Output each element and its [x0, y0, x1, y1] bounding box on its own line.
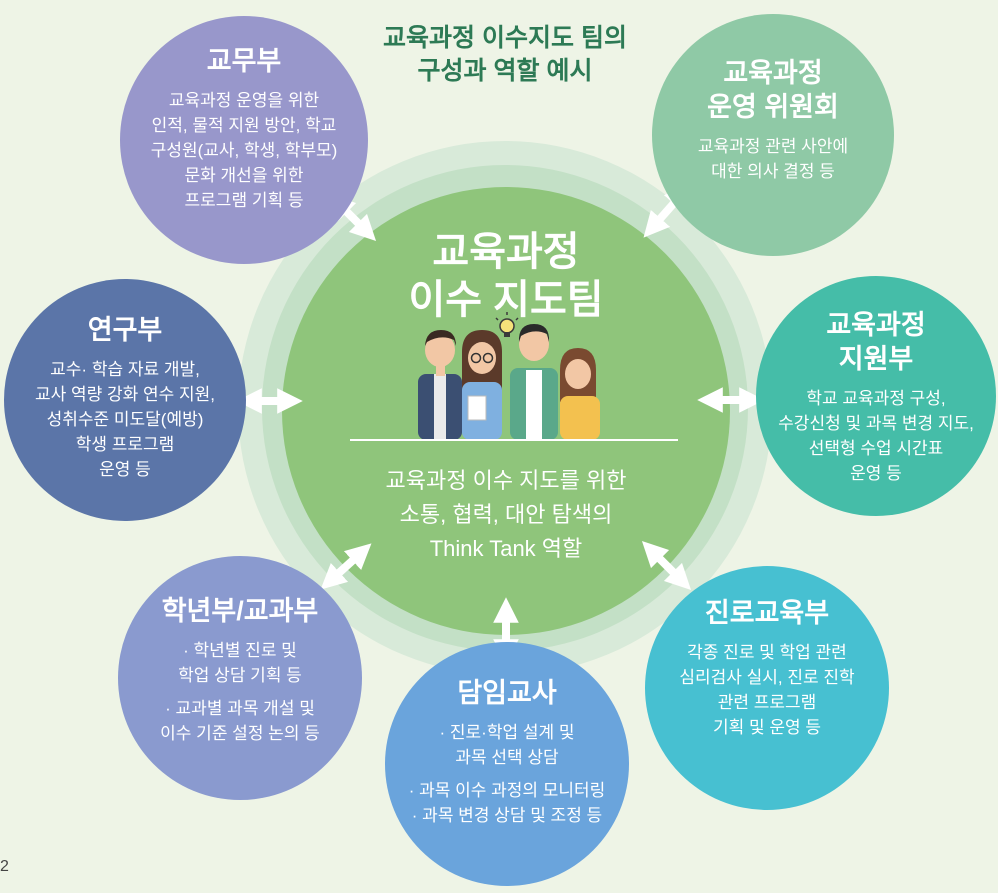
- person-1: [418, 330, 462, 440]
- center-title-line-1: 교육과정: [432, 230, 580, 274]
- diagram-title: 교육과정 이수지도 팀의 구성과 역할 예시: [370, 22, 640, 88]
- center-description: 교육과정 이수 지도를 위한 소통, 협력, 대안 탐색의 Think Tank…: [282, 464, 730, 566]
- node-research: 연구부 교수· 학습 자료 개발, 교사 역량 강화 연수 지원, 성취수준 미…: [4, 279, 246, 521]
- node-research-desc-5: 운영 등: [99, 460, 151, 479]
- center-title-line-2: 이수 지도팀: [408, 278, 604, 322]
- node-curriculum-committee: 교육과정 운영 위원회 교육과정 관련 사안에 대한 의사 결정 등: [652, 14, 894, 256]
- node-academic-desc-3: 구성원(교사, 학생, 학부모): [150, 141, 338, 160]
- page-number: 2: [0, 858, 9, 875]
- node-career-desc-2: 심리검사 실시, 진로 진학: [679, 668, 855, 687]
- node-committee-desc-2: 대한 의사 결정 등: [711, 162, 835, 181]
- node-support-desc-3: 선택형 수업 시간표: [808, 439, 944, 458]
- node-career-desc-1: 각종 진로 및 학업 관련: [687, 643, 847, 662]
- node-support-desc-4: 운영 등: [850, 464, 902, 483]
- node-support-desc-1: 학교 교육과정 구성,: [806, 389, 946, 408]
- node-career-education: 진로교육부 각종 진로 및 학업 관련 심리검사 실시, 진로 진학 관련 프로…: [645, 566, 889, 810]
- node-research-desc-4: 학생 프로그램: [75, 435, 175, 454]
- node-committee-title-2: 운영 위원회: [707, 92, 839, 122]
- lightbulb-icon: [495, 312, 519, 337]
- node-curriculum-support: 교육과정 지원부 학교 교육과정 구성, 수강신청 및 과목 변경 지도, 선택…: [756, 276, 996, 516]
- node-grade-desc-2: 학업 상담 기획 등: [178, 666, 302, 685]
- node-homeroom-teacher: 담임교사 · 진로·학업 설계 및 과목 선택 상담 · 과목 이수 과정의 모…: [385, 642, 629, 886]
- node-career-desc-4: 기획 및 운영 등: [712, 718, 821, 737]
- arrow-grade: [320, 543, 372, 590]
- center-desc-line-2: 소통, 협력, 대안 탐색의: [399, 502, 613, 527]
- node-homeroom-desc-4: · 과목 변경 상담 및 조정 등: [411, 806, 603, 825]
- node-support-title-1: 교육과정: [826, 310, 926, 340]
- node-research-title: 연구부: [87, 315, 163, 345]
- node-support-desc-2: 수강신청 및 과목 변경 지도,: [778, 414, 974, 433]
- node-academic-title: 교무부: [206, 46, 282, 76]
- node-homeroom-title: 담임교사: [457, 678, 557, 708]
- person-3: [510, 324, 558, 440]
- person-4: [560, 348, 600, 440]
- node-homeroom-desc-3: · 과목 이수 과정의 모니터링: [408, 781, 606, 800]
- node-grade-title: 학년부/교과부: [161, 596, 319, 626]
- diagram-title-line-1: 교육과정 이수지도 팀의: [383, 24, 627, 52]
- node-committee-desc-1: 교육과정 관련 사안에: [697, 137, 849, 156]
- team-illustration: [418, 312, 600, 440]
- node-academic-desc-4: 문화 개선을 위한: [184, 166, 304, 185]
- node-academic-desc-2: 인적, 물적 지원 방안, 학교: [151, 116, 337, 135]
- person-2: [462, 330, 502, 440]
- arrow-career: [641, 540, 692, 591]
- diagram-title-line-2: 구성과 역할 예시: [417, 57, 593, 85]
- node-career-desc-3: 관련 프로그램: [717, 693, 817, 712]
- node-research-desc-3: 성취수준 미도달(예방): [46, 410, 204, 429]
- node-support-title-2: 지원부: [838, 344, 914, 374]
- node-grade-desc-3: · 교과별 과목 개설 및: [165, 699, 315, 718]
- node-homeroom-desc-1: · 진로·학업 설계 및: [439, 723, 575, 742]
- center-divider: [350, 439, 678, 441]
- center-desc-line-3: Think Tank 역할: [429, 536, 583, 561]
- node-academic-affairs: 교무부 교육과정 운영을 위한 인적, 물적 지원 방안, 학교 구성원(교사,…: [120, 16, 368, 264]
- node-academic-desc-5: 프로그램 기획 등: [184, 191, 304, 210]
- node-research-desc-1: 교수· 학습 자료 개발,: [50, 360, 200, 379]
- node-academic-desc-1: 교육과정 운영을 위한: [168, 91, 320, 110]
- node-committee-title-1: 교육과정: [723, 58, 823, 88]
- center-title: 교육과정 이수 지도팀: [282, 228, 730, 324]
- node-homeroom-desc-2: 과목 선택 상담: [455, 748, 559, 767]
- center-desc-line-1: 교육과정 이수 지도를 위한: [385, 468, 627, 493]
- node-grade-desc-4: 이수 기준 설정 논의 등: [160, 724, 320, 743]
- node-career-title: 진로교육부: [704, 598, 830, 628]
- node-grade-desc-1: · 학년별 진로 및: [183, 641, 297, 660]
- node-research-desc-2: 교사 역량 강화 연수 지원,: [34, 385, 215, 404]
- node-grade-subject: 학년부/교과부 · 학년별 진로 및 학업 상담 기획 등 · 교과별 과목 개…: [118, 556, 362, 800]
